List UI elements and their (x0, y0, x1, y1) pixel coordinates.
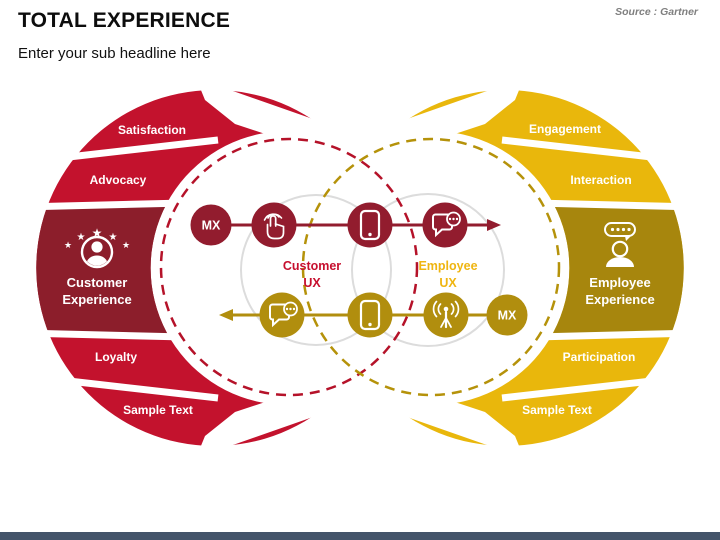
customer-ux-label-line2: UX (303, 276, 321, 290)
mx-badge (190, 204, 232, 246)
segment-label-satisfaction: Satisfaction (118, 123, 186, 137)
mx-badge (486, 294, 528, 336)
svg-text:★: ★ (64, 240, 72, 250)
source-credit: Source : Gartner (615, 6, 698, 18)
segment-label-interaction: Interaction (570, 173, 631, 187)
flow-row-top: MX (190, 202, 501, 248)
tap-icon (263, 213, 285, 240)
customer-experience-block (36, 203, 195, 337)
smartphone-icon (359, 299, 381, 331)
svg-text:★: ★ (92, 226, 103, 240)
employee-experience-block (525, 203, 684, 337)
chat-icon (432, 211, 461, 238)
sub-headline: Enter your sub headline here (18, 45, 211, 62)
ring-body (36, 90, 340, 447)
chat-icon (269, 301, 298, 328)
customer-experience-ring: Satisfaction Advocacy Loyalty Sample Tex… (21, 78, 350, 458)
footer-accent-bar (0, 532, 720, 540)
arrow-left-icon (219, 309, 233, 321)
svg-text:★: ★ (122, 240, 130, 250)
segment-label-participation: Participation (563, 350, 636, 364)
arrow-right-icon (487, 219, 501, 231)
background-circle-left (240, 194, 392, 346)
employee-dashed-circle (301, 137, 561, 397)
mx-badge-label: MX (498, 309, 517, 323)
customer-dashed-circle (159, 137, 419, 397)
segment-label-engagement: Engagement (529, 122, 601, 136)
employee-ux-label-line2: UX (439, 276, 457, 290)
mx-badge-label: MX (202, 219, 221, 233)
page-title: TOTAL EXPERIENCE (18, 9, 231, 32)
segment-label-sample-text-left: Sample Text (123, 403, 193, 417)
employee-experience-label-line2: Experience (585, 292, 654, 307)
svg-text:★: ★ (109, 232, 118, 243)
broadcast-icon (432, 300, 460, 329)
background-circle-right (351, 193, 505, 347)
segment-label-loyalty: Loyalty (95, 350, 137, 364)
segment-label-sample-text-right: Sample Text (522, 403, 592, 417)
employee-thought-person-icon (604, 222, 636, 267)
svg-text:★: ★ (77, 232, 86, 243)
employee-ux-label-line1: Employee (418, 259, 477, 273)
customer-ux-label-line1: Customer (283, 259, 341, 273)
segment-label-advocacy: Advocacy (90, 173, 147, 187)
customer-stars-person-icon: ★ ★ ★ ★ ★ (64, 226, 130, 269)
employee-experience-label-line1: Employee (589, 275, 650, 290)
customer-experience-label-line1: Customer (67, 275, 128, 290)
flow-row-bottom: MX (219, 292, 528, 338)
customer-experience-label-line2: Experience (62, 292, 131, 307)
smartphone-icon (359, 209, 381, 241)
ring-body (381, 89, 684, 447)
